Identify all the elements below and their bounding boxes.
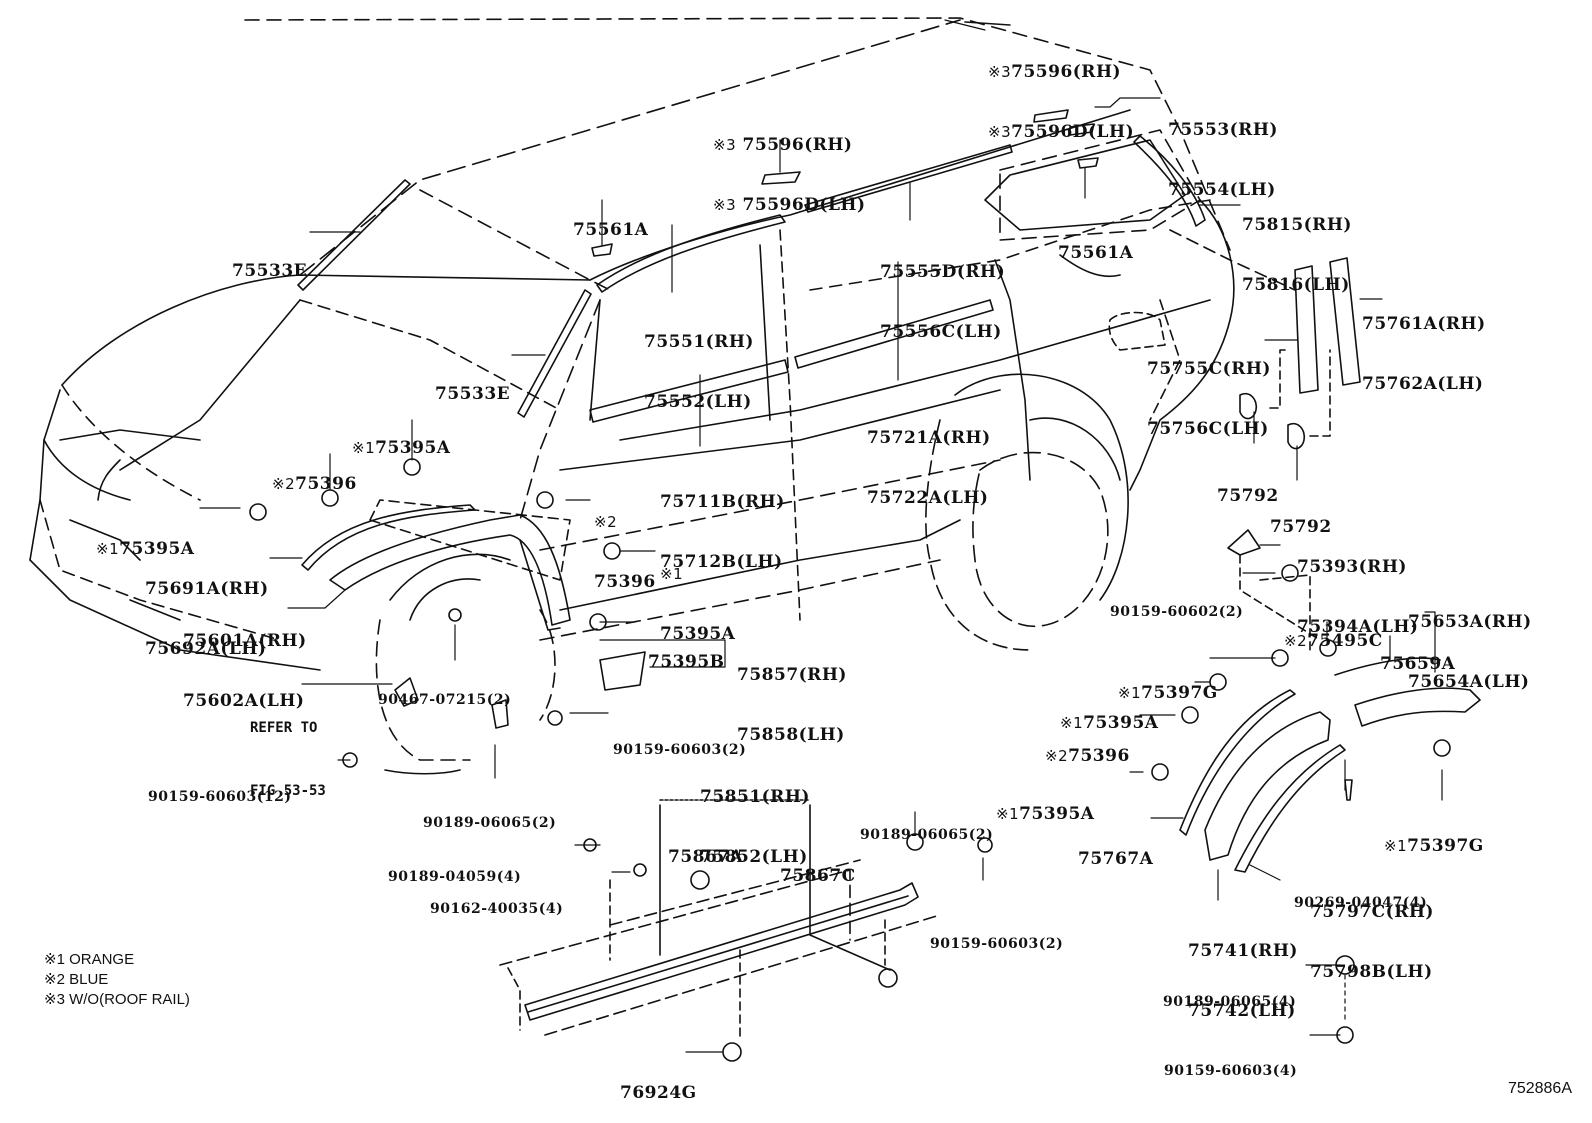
pillar-garnishes [1239, 257, 1361, 450]
label-roof-center-clip: ※3 75596(RH) ※3 75596D(LH) [713, 135, 866, 215]
label-bolt-rocker: 90159-60603(2) [930, 936, 1064, 952]
label-windshield-lower: 75533E [435, 384, 511, 404]
label-bolt-rear-bracket: 90159-60602(2) [1110, 604, 1244, 620]
label-front-fender-molding: 75691A(RH) 75692A(LH) [145, 579, 269, 659]
label-clip-front-left: ※175395A [96, 539, 195, 559]
fasteners [249, 458, 1451, 1062]
label-quarter-window: 75755C(RH) 75756C(LH) [1147, 359, 1271, 439]
label-rear-wheel-opening: 75741(RH) 75742(LH) [1188, 941, 1298, 1021]
label-rocker-end-clip: 76924G [620, 1083, 697, 1103]
label-clip-door-orange: ※1 75395A [660, 565, 736, 644]
label-clip-rear-75396: ※275396 [1045, 746, 1130, 766]
label-clip-hood-top: ※175395A [352, 438, 451, 458]
label-front-wheel-opening: 75601A(RH) 75602A(LH) [183, 631, 307, 711]
label-nut-front: 90189-06065(2) [423, 815, 557, 831]
roof-drip-moldings [596, 144, 1013, 293]
label-roof-end-cap: 75553(RH) 75554(LH) [1168, 120, 1278, 200]
label-rear-molding-75767a: 75767A [1078, 849, 1154, 869]
vehicle-illustration [29, 17, 1481, 1062]
label-nut-rear: 90189-06065(4) [1163, 994, 1297, 1010]
label-clip-75561a-right: 75561A [1058, 243, 1134, 263]
label-clip-75561a-left: 75561A [573, 220, 649, 240]
belt-moldings [589, 299, 994, 423]
windshield-moldings [297, 179, 592, 418]
label-screw-90467: 90467-07215(2) [378, 692, 512, 708]
label-nut-90189-04059: 90189-04059(4) [388, 869, 522, 885]
label-front-door-belt: 75711B(RH) 75712B(LH) [660, 492, 785, 572]
label-clip-75397g-lower: ※175397G [1384, 836, 1484, 856]
figure-number: 752886A [1507, 1080, 1572, 1097]
label-roof-drip-front: 75551(RH) 75552(LH) [644, 332, 754, 412]
label-clip-rear-75395a-1: ※175395A [1060, 713, 1159, 733]
label-bolt-rear: 90159-60603(4) [1164, 1063, 1298, 1079]
label-clip-hood-blue: ※275396 [272, 474, 357, 494]
label-roof-rear-clip: ※375596(RH) ※375596D(LH) [988, 62, 1135, 142]
label-windshield-upper: 75533E [232, 261, 308, 281]
roof-clips [591, 109, 1206, 257]
label-spoiler-side: 75815(RH) 75816(LH) [1242, 215, 1352, 295]
label-rear-bracket: 75393(RH) 75394A(LH) [1297, 557, 1419, 637]
label-clip-rear-75395a-2: ※175395A [996, 804, 1095, 824]
label-rear-mudguard: 75797C(RH) 75798B(LH) [1310, 902, 1434, 982]
label-bolt-front-12: 90159-60603(12) [148, 789, 292, 805]
wheel-arches [375, 373, 1129, 775]
label-grommet-1: 75792 [1217, 486, 1279, 506]
label-clip-rear-blue-c: ※275495C [1284, 631, 1383, 651]
label-mudguard-front: 75857(RH) 75858(LH) [737, 665, 847, 745]
label-rocker-clip-c: 75867C [780, 866, 856, 886]
leader-lines [199, 19, 1443, 1053]
rear-wheel-opening-moldings [1179, 554, 1481, 873]
front-wheel-opening-molding [301, 499, 571, 631]
vehicle-body-outline [29, 17, 1296, 671]
label-rocker-panel: 75851(RH) 75852(LH) [700, 787, 810, 867]
label-roof-drip-rear: 75555D(RH) 75556C(LH) [880, 262, 1006, 342]
parts-diagram: ※375596(RH) ※375596D(LH) 75553(RH) 75554… [29, 17, 1572, 1103]
label-pin-90269: 90269-04047(4) [1294, 895, 1428, 911]
label-bolt-front-2: 90159-60603(2) [613, 742, 747, 758]
label-grommet-2: 75792 [1270, 517, 1332, 537]
rocker-panel [499, 799, 941, 1041]
refer-note: REFER TO FIG 53-53 [250, 720, 326, 799]
label-rocker-clip-a: 75867A [668, 847, 744, 867]
label-clip-door-blue: ※2 75396 [594, 513, 656, 592]
label-clip-75397g-upper: ※175397G [1118, 683, 1218, 703]
label-screw-90162: 90162-40035(4) [430, 901, 564, 917]
label-clip-75395b: 75395B [648, 652, 725, 672]
label-rear-wheel-opening-upper: 75653A(RH) 75654A(LH) [1408, 612, 1532, 692]
color-legend: ※1 ORANGE ※2 BLUE ※3 W/O(ROOF RAIL) [44, 950, 190, 1010]
label-rear-pillar: 75761A(RH) 75762A(LH) [1362, 314, 1486, 394]
label-rear-molding-75659a: 75659A [1380, 654, 1456, 674]
legend-item-2: ※2 BLUE [44, 971, 109, 988]
legend-item-1: ※1 ORANGE [44, 951, 135, 968]
label-rear-door-belt: 75721A(RH) 75722A(LH) [867, 428, 991, 508]
label-nut-rocker: 90189-06065(2) [860, 827, 994, 843]
legend-item-3: ※3 W/O(ROOF RAIL) [44, 991, 190, 1008]
